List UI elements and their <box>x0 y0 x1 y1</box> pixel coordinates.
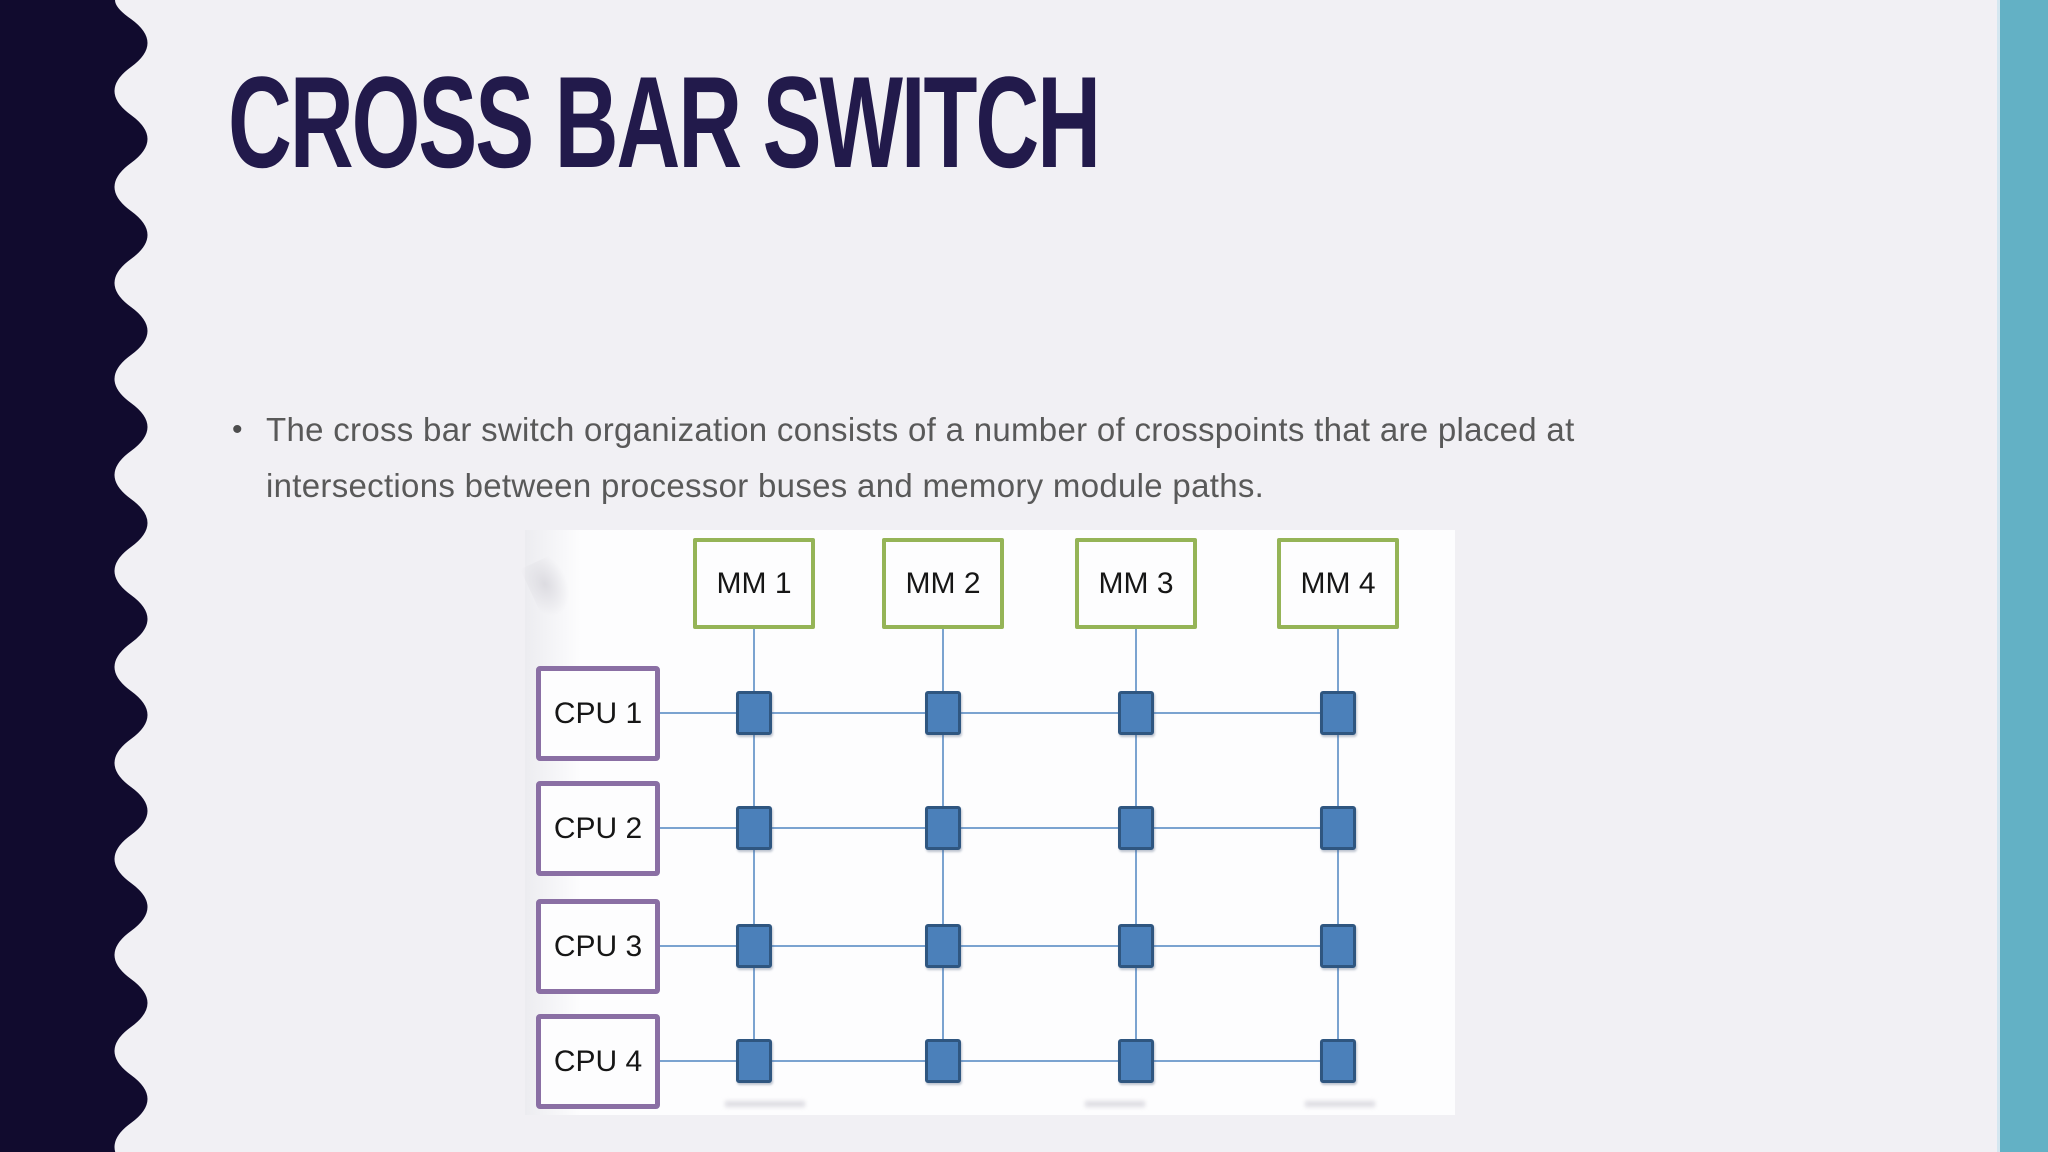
memory-module-label: MM 2 <box>905 566 981 600</box>
crosspoint-switch <box>736 806 772 850</box>
memory-module-label: MM 4 <box>1300 566 1376 600</box>
crosspoint-switch <box>1118 924 1154 968</box>
image-artifact <box>520 552 582 624</box>
bullet-text-line-2: intersections between processor buses an… <box>266 467 1265 504</box>
bullet-marker: • <box>232 413 243 446</box>
bus-line-horizontal <box>660 712 1348 714</box>
crosspoint-switch <box>1118 691 1154 735</box>
cpu-label: CPU 4 <box>553 1044 643 1078</box>
bullet-text: The cross bar switch organization consis… <box>266 402 1575 514</box>
crosspoint-switch <box>1320 806 1356 850</box>
crosspoint-switch <box>1118 1039 1154 1083</box>
right-accent-bar <box>1997 0 2048 1152</box>
cpu-box: CPU 1 <box>536 666 660 761</box>
crosspoint-switch <box>925 924 961 968</box>
bullet-item: • The cross bar switch organization cons… <box>232 402 1575 514</box>
bus-line-vertical <box>753 629 755 1083</box>
cpu-label: CPU 2 <box>553 811 643 845</box>
memory-module-label: MM 1 <box>716 566 792 600</box>
crosspoint-switch <box>736 1039 772 1083</box>
image-artifact <box>1305 1101 1375 1107</box>
crosspoint-switch <box>1118 806 1154 850</box>
bus-line-horizontal <box>660 945 1348 947</box>
cpu-label: CPU 1 <box>553 696 643 730</box>
crosspoint-switch <box>1320 691 1356 735</box>
image-artifact <box>1085 1101 1145 1107</box>
bus-line-vertical <box>1135 629 1137 1083</box>
memory-module-box: MM 2 <box>882 538 1004 629</box>
cpu-box: CPU 3 <box>536 899 660 994</box>
cpu-box: CPU 2 <box>536 781 660 876</box>
memory-module-label: MM 3 <box>1098 566 1174 600</box>
slide-title: CROSS BAR SWITCH <box>228 49 1101 195</box>
bus-line-vertical <box>942 629 944 1083</box>
image-artifact <box>725 1101 805 1107</box>
memory-module-box: MM 4 <box>1277 538 1399 629</box>
crosspoint-switch <box>1320 924 1356 968</box>
bus-line-horizontal <box>660 1060 1348 1062</box>
crosspoint-switch <box>1320 1039 1356 1083</box>
cpu-box: CPU 4 <box>536 1014 660 1109</box>
crosspoint-switch <box>925 806 961 850</box>
memory-module-box: MM 1 <box>693 538 815 629</box>
crossbar-switch-diagram: MM 1 MM 2 MM 3 MM 4 CPU 1 CPU 2 CPU 3 CP… <box>520 530 1455 1115</box>
memory-module-box: MM 3 <box>1075 538 1197 629</box>
crosspoint-switch <box>736 691 772 735</box>
crosspoint-switch <box>925 1039 961 1083</box>
bullet-text-line-1: The cross bar switch organization consis… <box>266 411 1575 448</box>
bus-line-vertical <box>1337 629 1339 1083</box>
bus-line-horizontal <box>660 827 1348 829</box>
crosspoint-switch <box>925 691 961 735</box>
left-wave-decoration <box>0 0 148 1152</box>
crosspoint-switch <box>736 924 772 968</box>
cpu-label: CPU 3 <box>553 929 643 963</box>
